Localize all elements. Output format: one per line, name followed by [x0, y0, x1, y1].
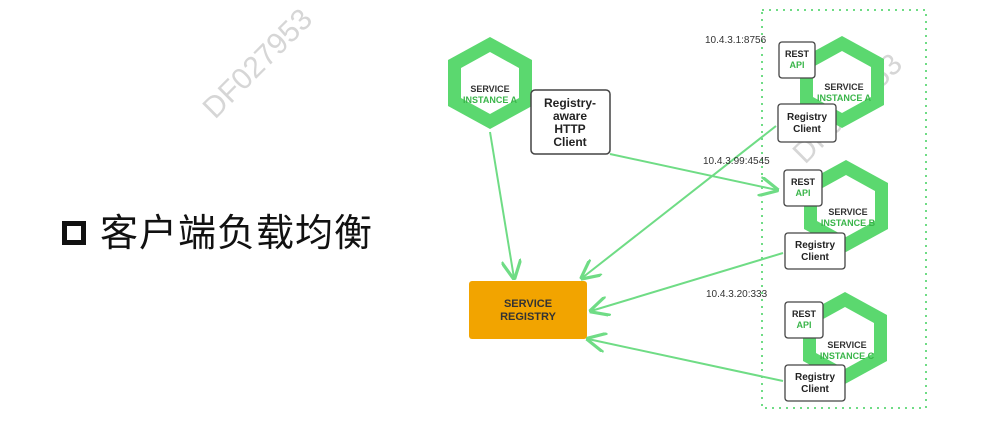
arrow-http-client-to-instance-b	[609, 153, 777, 190]
instance-b-registry-client-box	[784, 232, 846, 270]
square-bullet-icon	[62, 221, 86, 245]
instance-b-rest-line-1: REST	[791, 177, 816, 187]
client-service-label: SERVICE	[470, 84, 509, 94]
instance-a-name-line-1: SERVICE	[824, 82, 863, 92]
arrow-client-to-registry	[489, 131, 514, 278]
service-instance-b: 10.4.3.99:4545 SERVICE INSTANCE B REST A…	[703, 156, 888, 270]
instances-boundary	[761, 9, 927, 409]
instance-c-registry-client-line-2: Client	[801, 384, 829, 395]
arrow-instance-a-to-registry	[582, 125, 777, 278]
http-client-line-4: Client	[553, 135, 586, 149]
instance-b-name-line-2: INSTANCE B	[821, 218, 876, 228]
instance-a-registry-client-box	[777, 103, 837, 143]
registry-line-1: SERVICE	[504, 298, 552, 310]
service-instance-a: 10.4.3.1:8756 SERVICE INSTANCE A REST AP…	[705, 35, 884, 143]
instance-b-rest-line-2: API	[795, 188, 810, 198]
instance-c-name-line-2: INSTANCE C	[820, 351, 875, 361]
instance-b-registry-client-line-1: Registry	[795, 240, 835, 251]
client-instance-label: INSTANCE A	[463, 95, 518, 105]
instance-a-rest-api-box	[778, 41, 816, 79]
instance-c-name-line-1: SERVICE	[827, 340, 866, 350]
http-client-line-1: Registry-	[544, 96, 596, 110]
arrow-instance-c-to-registry	[588, 339, 784, 382]
instance-a-registry-client-line-2: Client	[793, 124, 821, 135]
instance-b-address: 10.4.3.99:4545	[703, 156, 770, 167]
http-client-line-2: aware	[553, 109, 587, 123]
instance-a-name-line-2: INSTANCE A	[817, 93, 872, 103]
instance-c-address: 10.4.3.20:333	[706, 289, 768, 300]
instance-a-rest-line-1: REST	[785, 49, 810, 59]
instance-b-name-line-1: SERVICE	[828, 207, 867, 217]
service-instance-c: 10.4.3.20:333 SERVICE INSTANCE C REST AP…	[706, 289, 887, 402]
instance-c-rest-line-1: REST	[792, 309, 817, 319]
arrow-instance-b-to-registry	[591, 252, 784, 311]
client-service-instance: SERVICE INSTANCE A	[448, 37, 532, 129]
registry-line-2: REGISTRY	[500, 311, 556, 323]
slide-heading: 客户端负载均衡	[62, 208, 373, 258]
arrows	[489, 125, 784, 382]
instance-c-rest-api-box	[784, 301, 824, 339]
instance-c-rest-line-2: API	[796, 320, 811, 330]
http-client-line-3: HTTP	[554, 122, 585, 136]
instance-c-registry-client-line-1: Registry	[795, 372, 835, 383]
watermark-text: DF027953	[197, 3, 319, 125]
instance-b-rest-api-box	[783, 169, 823, 207]
instance-b-registry-client-line-2: Client	[801, 252, 829, 263]
instance-a-address: 10.4.3.1:8756	[705, 35, 767, 46]
heading-text: 客户端负载均衡	[100, 211, 374, 255]
instance-a-rest-line-2: API	[789, 60, 804, 70]
service-registry: SERVICE REGISTRY	[469, 281, 587, 339]
instance-c-registry-client-box	[784, 364, 846, 402]
instance-a-registry-client-line-1: Registry	[787, 112, 827, 123]
registry-aware-http-client: Registry- aware HTTP Client	[530, 89, 611, 155]
